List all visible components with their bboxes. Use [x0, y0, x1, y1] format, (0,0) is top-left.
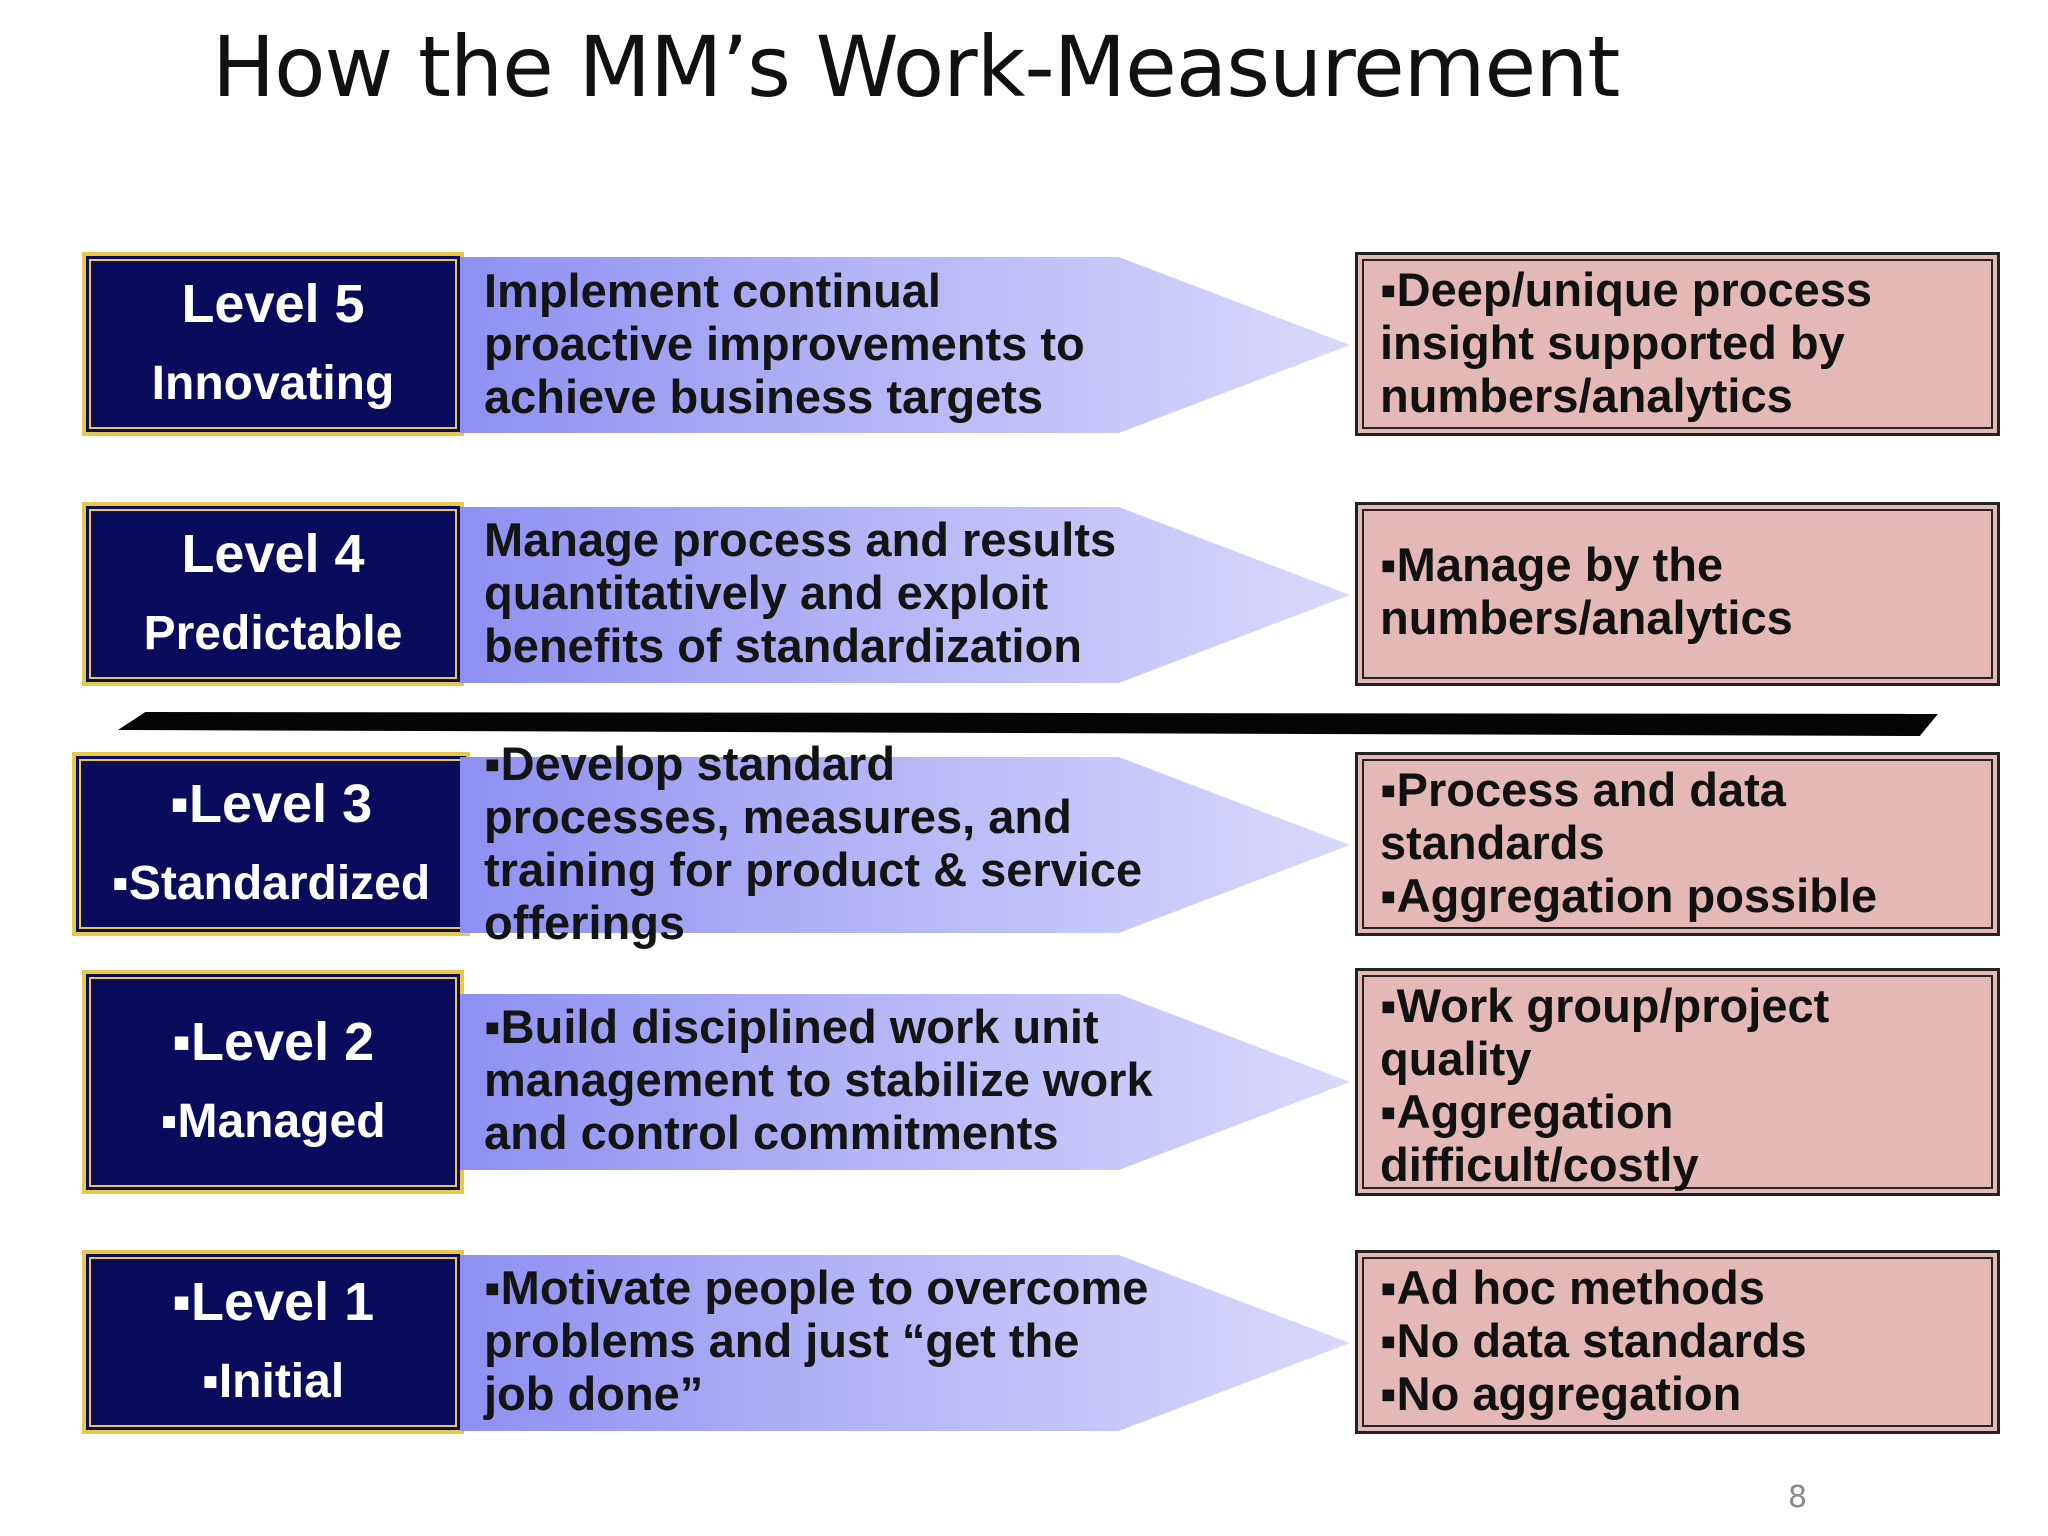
level-description: ▪Develop standard processes, measures, a… [484, 737, 1143, 949]
level-box: Level 5 Innovating [82, 252, 464, 436]
level-box: Level 4 Predictable [82, 502, 464, 686]
measurement-outcome-box: ▪Process and data standards ▪Aggregation… [1355, 752, 2000, 936]
level-box: ▪Level 1 ▪Initial [82, 1250, 464, 1434]
level-description: Implement continual proactive improvemen… [484, 264, 1085, 423]
level-name: Innovating [151, 357, 395, 410]
level-name: Predictable [143, 607, 403, 660]
level-description: ▪Motivate people to overcome problems an… [484, 1261, 1149, 1420]
level-box: ▪Level 2 ▪Managed [82, 970, 464, 1194]
page-number: 8 [1788, 1480, 1808, 1515]
level-name: ▪Initial [201, 1355, 345, 1408]
measurement-outcome-box: ▪Work group/project quality ▪Aggregation… [1355, 968, 2000, 1196]
measurement-outcome-box: ▪Deep/unique process insight supported b… [1355, 252, 2000, 436]
level-name: ▪Standardized [111, 857, 431, 910]
level-number: Level 4 [181, 524, 365, 584]
level-box: ▪Level 3 ▪Standardized [72, 752, 470, 936]
level-number: Level 5 [181, 274, 365, 334]
slide-title: How the MM’s Work-Measurement [212, 18, 1620, 116]
level-number: ▪Level 3 [169, 774, 373, 834]
level-number: ▪Level 1 [171, 1272, 375, 1332]
level-name: ▪Managed [160, 1095, 386, 1148]
level-number: ▪Level 2 [171, 1012, 375, 1072]
measurement-outcome-box: ▪Ad hoc methods ▪No data standards ▪No a… [1355, 1250, 2000, 1434]
measurement-outcome-box: ▪Manage by the numbers/analytics [1355, 502, 2000, 686]
level-description: Manage process and results quantitativel… [484, 513, 1117, 672]
level-description: ▪Build disciplined work unit management … [484, 1000, 1153, 1159]
maturity-divider-line [118, 712, 1938, 736]
